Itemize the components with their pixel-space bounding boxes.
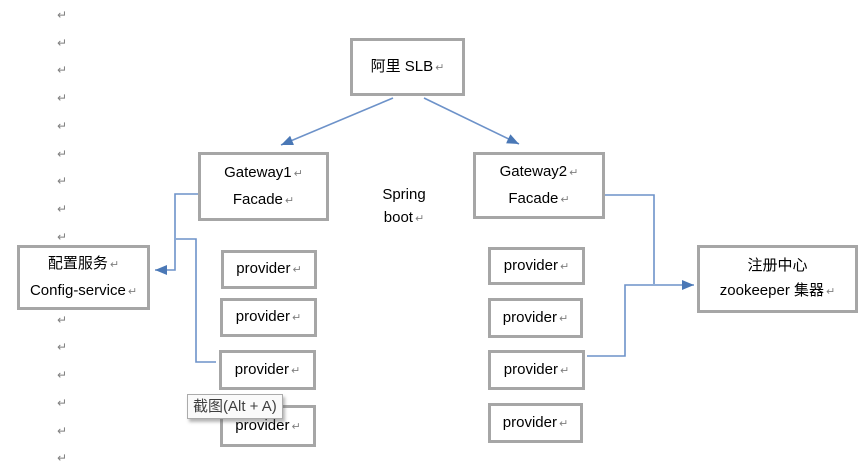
node-gateway2[interactable]: Gateway2↵ Facade↵ [473,152,605,219]
margin-return-mark: ↵ [57,229,68,244]
connector-branch-to-provider-left3 [176,238,216,363]
node-label: provider [236,260,291,277]
node-label: Config-service [29,281,126,299]
return-mark: ↵ [569,166,579,179]
margin-return-mark: ↵ [57,35,68,50]
connector-provider-right3-to-registry [587,280,694,357]
node-label: 注册中心 [747,257,808,274]
node-ali-slb[interactable]: 阿里 SLB↵ [350,38,465,96]
screenshot-tooltip: 截图(Alt + A) [187,394,283,419]
node-provider-right-2[interactable]: provider↵ [488,298,583,338]
node-label: Facade [232,190,283,208]
return-mark: ↵ [559,364,570,377]
node-gateway1[interactable]: Gateway1↵ Facade↵ [198,152,329,221]
node-label: provider [235,308,290,325]
node-label: Gateway2 [499,162,568,180]
return-mark: ↵ [284,194,295,207]
node-label: 配置服务 [47,254,108,272]
margin-return-mark: ↵ [57,368,68,383]
node-label: provider [503,256,558,274]
node-label: Facade [508,189,559,207]
tooltip-label: 截图(Alt + A) [193,398,277,415]
node-provider-right-3[interactable]: provider↵ [488,350,585,390]
margin-return-mark: ↵ [57,423,68,438]
node-registry-zookeeper[interactable]: 注册中心 zookeeper 集器↵ [697,245,858,313]
node-label: provider [502,308,557,326]
node-label: 阿里 SLB [370,57,434,75]
margin-return-mark: ↵ [57,340,68,355]
node-label: provider [234,360,289,378]
return-mark: ↵ [826,286,836,298]
node-provider-right-4[interactable]: provider↵ [488,403,583,443]
node-provider-left-2[interactable]: provider↵ [220,298,317,337]
margin-return-mark: ↵ [57,118,68,133]
node-provider-left-3[interactable]: provider↵ [219,350,316,390]
spring-line: Spring [382,186,426,203]
return-mark: ↵ [293,167,303,180]
margin-return-mark: ↵ [57,91,68,106]
node-label: provider [235,416,290,434]
node-label: zookeeper 集器 [719,282,824,299]
arrow-slb-to-gateway1 [280,97,394,146]
return-mark: ↵ [290,364,301,377]
return-mark: ↵ [292,264,302,276]
return-mark: ↵ [559,260,570,273]
boot-line: boot [383,209,413,226]
margin-return-mark: ↵ [57,395,68,410]
margin-return-mark: ↵ [57,174,68,189]
node-label: Gateway1 [224,163,292,181]
return-mark: ↵ [291,312,302,324]
margin-return-mark: ↵ [57,63,68,78]
node-label: provider [502,413,557,431]
spring-boot-label: Spring boot↵ [372,183,436,231]
node-config-service[interactable]: 配置服务↵ Config-service↵ [17,245,150,310]
node-provider-left-1[interactable]: provider↵ [221,250,317,289]
return-mark: ↵ [414,213,425,225]
margin-return-mark: ↵ [57,201,68,216]
connector-gateway1-to-config [155,193,198,275]
return-mark: ↵ [558,312,569,325]
margin-return-mark: ↵ [57,146,68,161]
margin-return-mark: ↵ [57,451,68,466]
margin-return-mark: ↵ [57,312,68,327]
return-mark: ↵ [560,193,570,206]
return-mark: ↵ [109,258,120,271]
return-mark: ↵ [558,417,569,430]
margin-return-mark: ↵ [57,8,68,22]
return-mark: ↵ [435,61,445,74]
connector-gateway2-down [605,194,655,284]
arrow-slb-to-gateway2 [423,97,520,145]
return-mark: ↵ [127,285,138,298]
return-mark: ↵ [291,420,301,433]
node-label: provider [503,360,558,378]
node-provider-right-1[interactable]: provider↵ [488,247,585,285]
